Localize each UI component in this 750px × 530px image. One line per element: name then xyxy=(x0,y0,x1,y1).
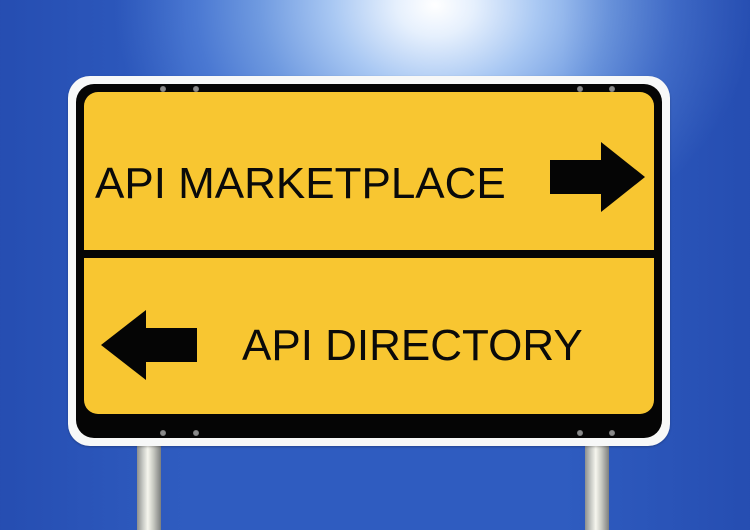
sign-panel-marketplace: API MARKETPLACE xyxy=(84,92,654,250)
bolt-icon xyxy=(193,86,199,92)
bolt-icon xyxy=(609,86,615,92)
road-sign: API MARKETPLACE API DIRECTORY xyxy=(68,76,670,446)
sign-panel-directory: API DIRECTORY xyxy=(84,258,654,414)
arrow-left-icon xyxy=(101,310,197,380)
directory-label: API DIRECTORY xyxy=(242,321,583,370)
sign-pole-right xyxy=(585,440,609,530)
bolt-icon xyxy=(160,86,166,92)
bolt-icon xyxy=(577,430,583,436)
sign-pole-left xyxy=(137,440,161,530)
bolt-icon xyxy=(609,430,615,436)
arrow-right-icon xyxy=(550,142,645,212)
marketplace-label: API MARKETPLACE xyxy=(95,159,506,208)
bolt-icon xyxy=(160,430,166,436)
bolt-icon xyxy=(193,430,199,436)
bolt-icon xyxy=(577,86,583,92)
